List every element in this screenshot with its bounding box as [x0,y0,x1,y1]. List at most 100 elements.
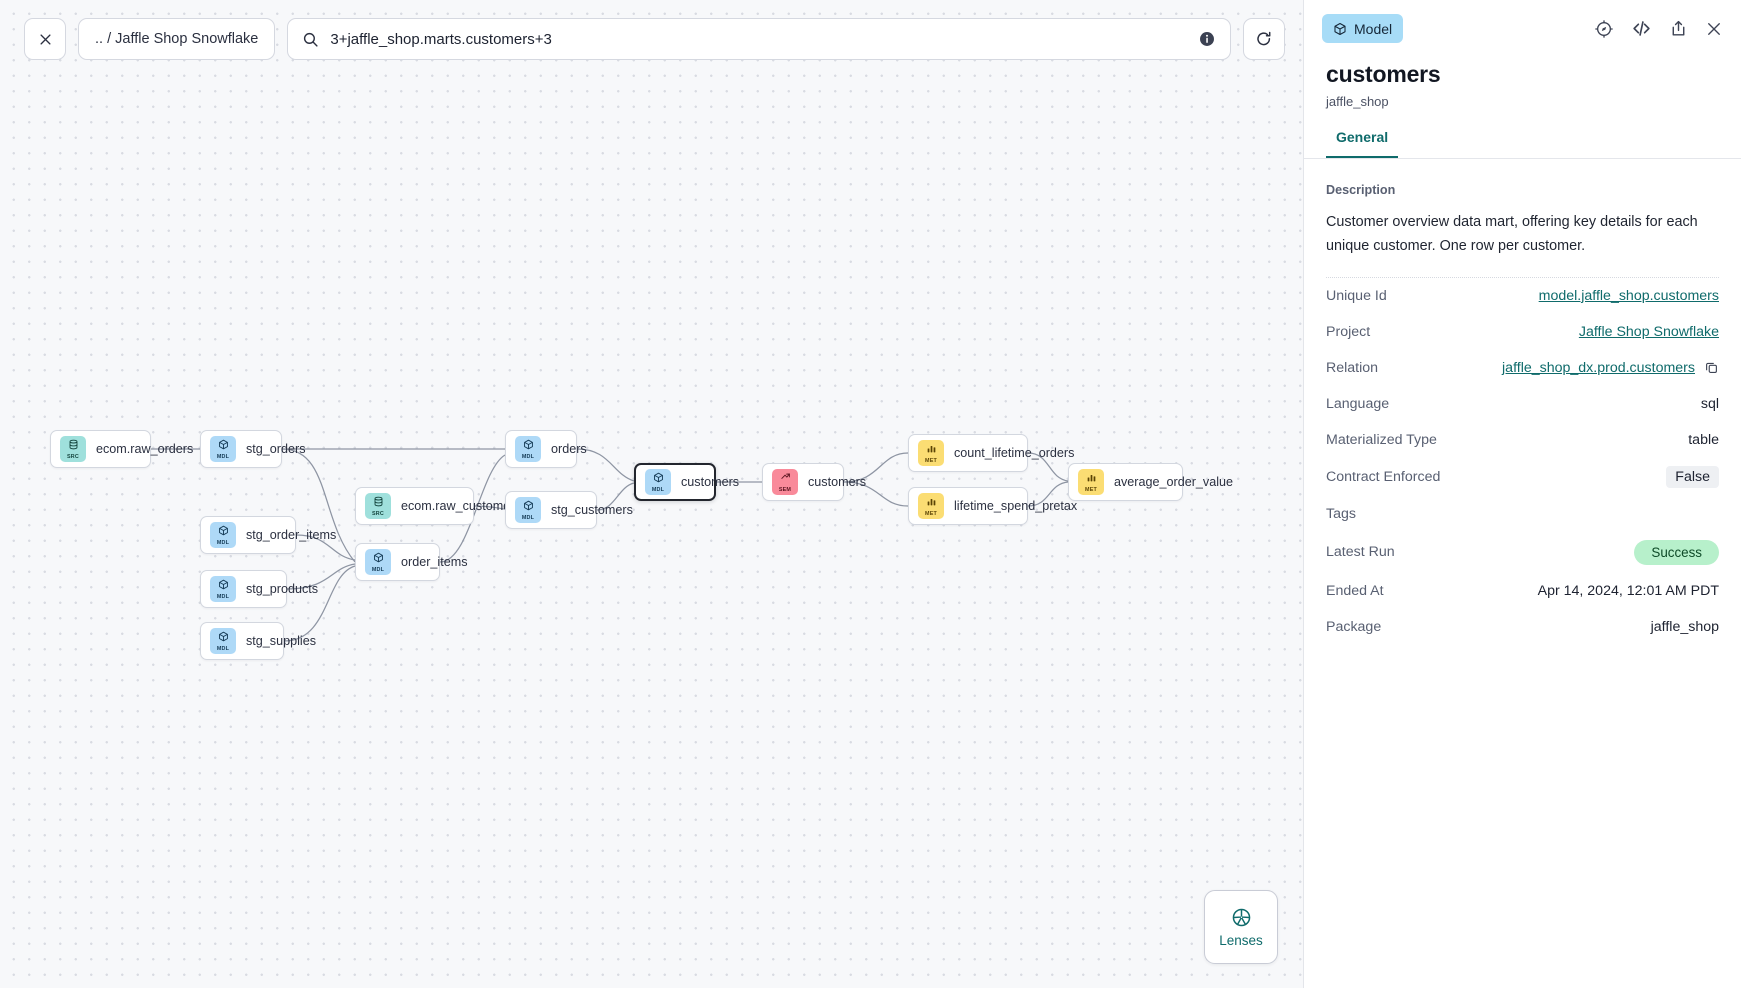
graph-node-label: lifetime_spend_pretax [954,499,1078,513]
metadata-value: jaffle_shop_dx.prod.customers [1502,360,1719,376]
detail-panel: Model [1303,0,1741,988]
lenses-label: Lenses [1219,932,1263,948]
graph-node-orders[interactable]: MDL orders [505,430,587,468]
graph-node-label: stg_supplies [246,634,317,648]
metadata-link[interactable]: jaffle_shop_dx.prod.customers [1502,359,1695,376]
mdl-badge-icon: MDL [645,469,671,495]
metadata-value: model.jaffle_shop.customers [1539,288,1719,304]
close-icon [38,32,53,47]
metadata-value: jaffle_shop [1650,618,1719,635]
graph-node-label: stg_orders [246,442,306,456]
src-badge-icon: SRC [365,493,391,519]
graph-node-label: ecom.raw_orders [96,442,194,456]
mdl-badge-icon: MDL [365,549,391,575]
met-badge-icon: MET [918,493,944,519]
graph-node-label: stg_order_items [246,528,337,542]
info-icon[interactable] [1198,30,1216,48]
graph-node-stg_order_items[interactable]: MDL stg_order_items [200,516,336,554]
search-input[interactable] [330,30,1188,48]
graph-node-count_lifetime_orders[interactable]: MET count_lifetime_orders [908,434,1074,472]
mdl-badge-icon: MDL [515,497,541,523]
metadata-key: Project [1326,323,1371,340]
graph-node-label: stg_products [246,582,319,596]
metadata-row: Project Jaffle Shop Snowflake [1326,314,1719,350]
panel-toolbar: Model [1304,0,1741,43]
tab-general[interactable]: General [1326,129,1399,158]
description-text: Customer overview data mart, offering ke… [1326,211,1719,278]
panel-tabs: General [1304,129,1741,159]
lenses-button[interactable]: Lenses [1204,890,1278,964]
graph-node-stg_customers[interactable]: MDL stg_customers [505,491,633,529]
metadata-value: Apr 14, 2024, 12:01 AM PDT [1537,582,1719,599]
compass-icon[interactable] [1594,19,1614,39]
graph-node-lifetime_spend_pretax[interactable]: MET lifetime_spend_pretax [908,487,1077,525]
graph-node-label: count_lifetime_orders [954,446,1075,460]
graph-node-stg_supplies[interactable]: MDL stg_supplies [200,622,316,660]
refresh-icon [1255,30,1273,48]
metadata-link[interactable]: model.jaffle_shop.customers [1538,287,1719,304]
metadata-value: table [1688,431,1719,448]
page-title: customers [1326,61,1441,87]
metadata-key: Contract Enforced [1326,468,1441,485]
share-icon[interactable] [1669,19,1688,38]
src-badge-icon: SRC [60,436,86,462]
cube-icon [1333,22,1347,36]
close-button[interactable] [24,18,66,60]
breadcrumb[interactable]: .. / Jaffle Shop Snowflake [78,18,276,60]
copy-icon[interactable] [1704,360,1719,375]
panel-header: customers jaffle_shop [1304,43,1741,109]
met-badge-icon: MET [1078,469,1104,495]
graph-node-label: customers [681,475,740,489]
panel-actions [1594,18,1723,39]
metadata-row: Package jaffle_shop [1326,609,1719,645]
mdl-badge-icon: MDL [515,436,541,462]
metadata-value: False [1666,465,1719,488]
node-type-label: Model [1354,20,1393,37]
aperture-icon [1231,907,1252,928]
metadata-row: Language sql [1326,386,1719,422]
metadata-key: Materialized Type [1326,431,1437,448]
metadata-row: Contract Enforced False [1326,458,1719,496]
metadata-key: Language [1326,395,1390,412]
graph-node-label: customers [808,475,867,489]
code-icon[interactable] [1631,18,1652,39]
metadata-link[interactable]: Jaffle Shop Snowflake [1578,323,1719,340]
mdl-badge-icon: MDL [210,436,236,462]
node-type-badge[interactable]: Model [1322,14,1404,43]
search-icon [302,31,319,48]
graph-node-ecom_raw_orders[interactable]: SRC ecom.raw_orders [50,430,193,468]
metadata-row: Tags [1326,496,1719,532]
mdl-badge-icon: MDL [210,522,236,548]
metadata-key: Tags [1326,505,1356,522]
metadata-value: sql [1700,395,1719,412]
graph-node-label: ecom.raw_customers [401,499,521,513]
value-chip: False [1666,465,1719,488]
description-label: Description [1326,183,1396,197]
metadata-key: Package [1326,618,1382,635]
search-bar[interactable] [287,18,1232,60]
metadata-key: Ended At [1326,582,1384,599]
metadata-key: Latest Run [1326,544,1395,561]
status-badge: Success [1634,539,1719,565]
graph-node-ecom_raw_customers[interactable]: SRC ecom.raw_customers [355,487,521,525]
graph-node-customers_model[interactable]: MDL customers [634,463,739,501]
close-panel-icon[interactable] [1705,20,1723,38]
graph-node-stg_orders[interactable]: MDL stg_orders [200,430,306,468]
metadata-row: Ended At Apr 14, 2024, 12:01 AM PDT [1326,573,1719,609]
metadata-row: Latest Run Success [1326,532,1719,573]
mdl-badge-icon: MDL [210,628,236,654]
graph-node-label: orders [551,442,587,456]
met-badge-icon: MET [918,440,944,466]
graph-node-label: stg_customers [551,503,633,517]
refresh-button[interactable] [1243,18,1286,60]
